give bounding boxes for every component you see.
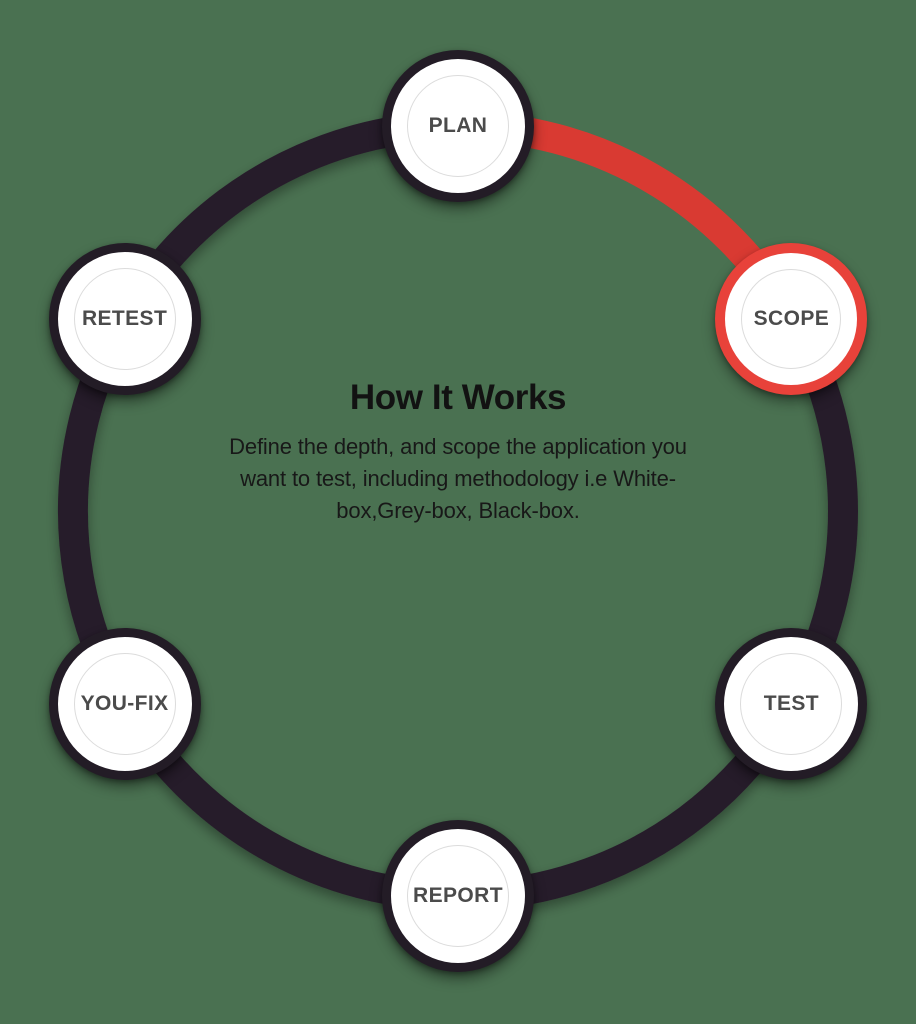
node-label-test: TEST xyxy=(763,691,820,715)
node-face-report: REPORT xyxy=(391,829,525,963)
cycle-node-plan[interactable]: PLAN xyxy=(382,50,534,202)
node-label-report: REPORT xyxy=(413,884,503,907)
node-label-scope: SCOPE xyxy=(753,306,830,330)
node-label-you-fix: YOU-FIX xyxy=(80,691,169,715)
center-text-block: How It Works Define the depth, and scope… xyxy=(178,378,738,528)
node-face-plan: PLAN xyxy=(391,59,525,193)
cycle-node-scope[interactable]: SCOPE xyxy=(715,242,868,395)
cycle-node-test[interactable]: TEST xyxy=(715,627,868,780)
node-face-test: TEST xyxy=(724,636,859,771)
cycle-arc-inactive xyxy=(58,111,858,911)
node-face-scope: SCOPE xyxy=(725,252,858,385)
cycle-node-you-fix[interactable]: YOU-FIX xyxy=(48,627,201,780)
node-label-retest: RETEST xyxy=(81,306,168,330)
center-description: Define the depth, and scope the applicat… xyxy=(229,434,687,524)
node-face-retest: RETEST xyxy=(57,251,192,386)
node-label-plan: PLAN xyxy=(428,114,488,137)
cycle-node-retest[interactable]: RETEST xyxy=(48,242,201,395)
cycle-node-report[interactable]: REPORT xyxy=(382,820,534,972)
node-face-you-fix: YOU-FIX xyxy=(57,636,192,771)
page-title: How It Works xyxy=(349,378,567,417)
